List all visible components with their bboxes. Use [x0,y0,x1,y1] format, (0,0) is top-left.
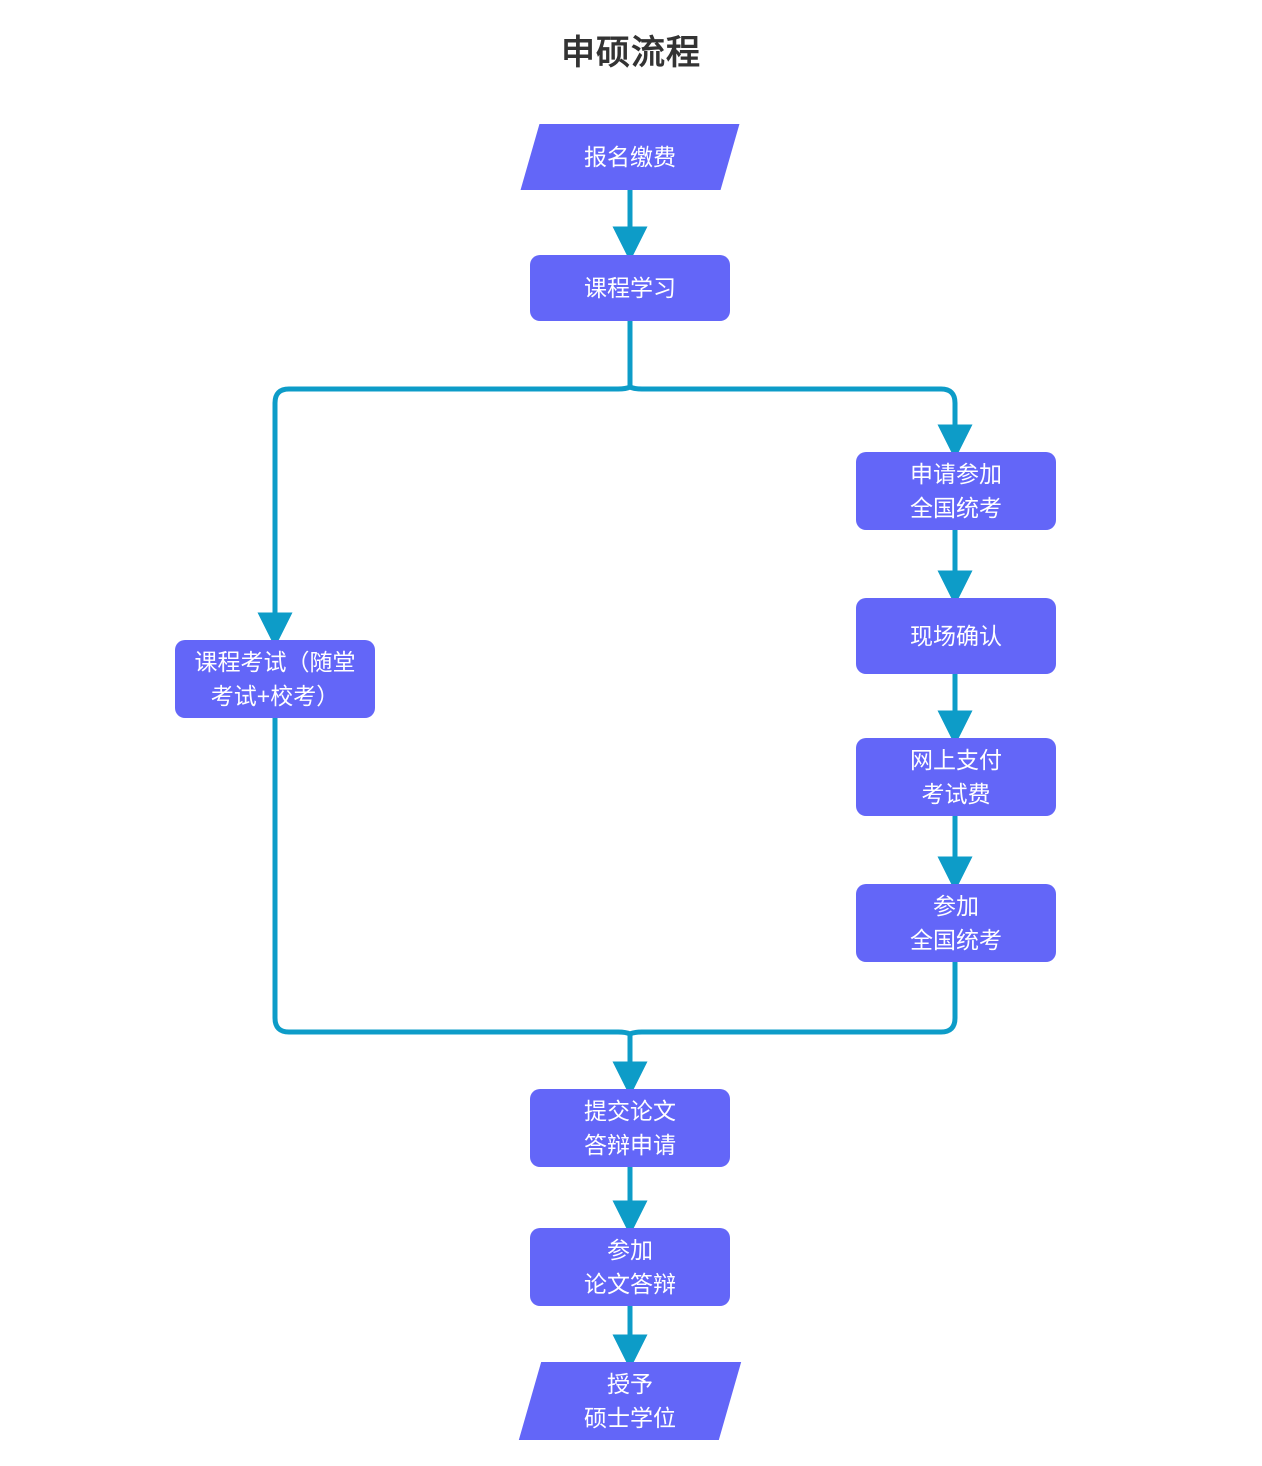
edge-n6-merge [628,962,958,1037]
flow-node-tijiao-lunwen-dabian-shenqing[interactable]: 提交论文 答辩申请 [530,1089,730,1167]
flow-node-label: 课程学习 [584,275,676,301]
flow-node-label: 参加 论文答辩 [584,1237,676,1297]
flow-node-label: 报名缴费 [584,144,676,170]
flow-node-shenqing-canjia-tongkao[interactable]: 申请参加 全国统考 [856,452,1056,530]
edge-n7-merge [272,718,632,1037]
flow-node-label: 现场确认 [910,623,1002,649]
flow-node-label: 参加 全国统考 [910,893,1002,953]
flow-node-wangshang-zhifu-kaoshifei[interactable]: 网上支付 考试费 [856,738,1056,816]
edge-split-left [257,384,632,648]
flow-node-label: 申请参加 全国统考 [910,461,1002,521]
page-title: 申硕流程 [561,34,701,72]
flow-node-kecheng-xuexi[interactable]: 课程学习 [530,255,730,321]
edge-split-right [628,384,973,460]
flow-node-baoming-jiaofei[interactable]: 报名缴费 [520,124,740,190]
flow-node-canjia-tongkao[interactable]: 参加 全国统考 [856,884,1056,962]
flow-node-xianchang-queren[interactable]: 现场确认 [856,598,1056,674]
flow-node-label: 授予 硕士学位 [584,1371,676,1431]
flow-node-label: 课程考试（随堂 考试+校考） [194,649,356,709]
flow-node-canjia-lunwen-dabian[interactable]: 参加 论文答辩 [530,1228,730,1306]
flow-node-shouyu-shuoshi-xuewei[interactable]: 授予 硕士学位 [518,1362,742,1440]
flow-node-label: 提交论文 答辩申请 [584,1098,676,1158]
flow-node-kecheng-kaoshi[interactable]: 课程考试（随堂 考试+校考） [175,640,375,718]
flow-node-label: 网上支付 考试费 [910,747,1002,807]
